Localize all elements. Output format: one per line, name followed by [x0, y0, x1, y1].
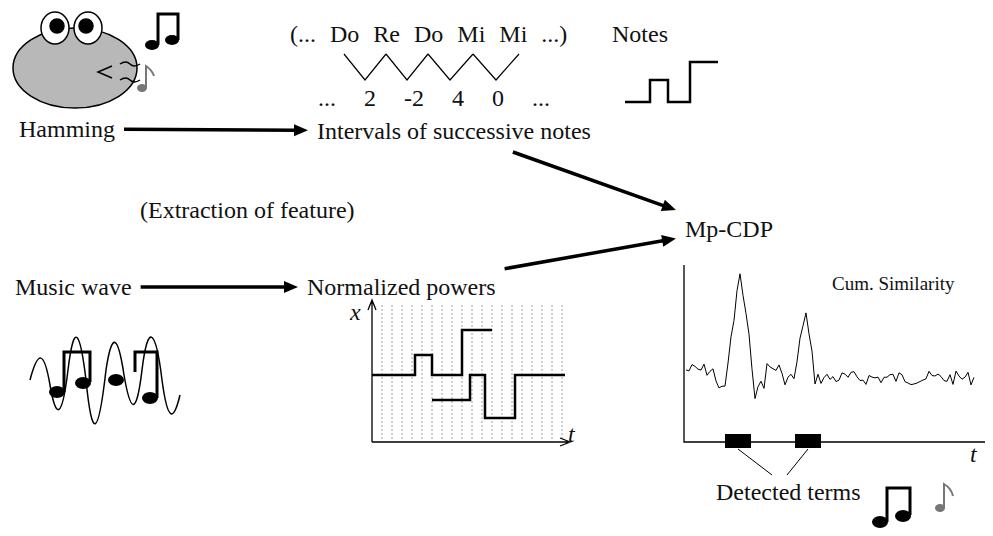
step-waveform — [625, 62, 718, 102]
frog-illustration — [13, 12, 140, 108]
label: ... 2 -2 4 0 ... — [318, 84, 550, 112]
label: Cum. Similarity — [832, 272, 954, 295]
arrow-connector — [141, 281, 298, 293]
music-note — [49, 352, 158, 404]
arrow-connector — [124, 124, 308, 136]
text-node: Mp-CDP — [680, 212, 778, 246]
label: Detected terms — [716, 478, 861, 506]
axis-label: t — [568, 420, 575, 448]
arrow-connector — [513, 152, 676, 211]
axis-label: x — [350, 298, 361, 326]
node-text: Intervals of successive notes — [317, 117, 591, 145]
node-text: Normalized powers — [307, 273, 496, 301]
arrow-connector — [505, 235, 676, 269]
music-wave — [30, 337, 180, 424]
power-chart — [368, 300, 570, 446]
music-note — [137, 14, 179, 92]
label: (Extraction of feature) — [140, 196, 355, 224]
node-text: Mp-CDP — [685, 215, 773, 243]
axis-label: t — [970, 440, 977, 468]
similarity-chart — [684, 265, 985, 475]
text-node: Music wave — [10, 270, 137, 304]
interval-marks — [344, 54, 519, 80]
text-node: Intervals of successive notes — [312, 114, 596, 148]
music-note — [872, 484, 953, 528]
label: Notes — [612, 20, 668, 48]
node-text: Music wave — [15, 273, 132, 301]
text-node: Hamming — [14, 112, 120, 146]
text-node: Normalized powers — [302, 270, 501, 304]
node-text: Hamming — [19, 115, 115, 143]
label: (... Do Re Do Mi Mi ...) — [290, 20, 567, 48]
